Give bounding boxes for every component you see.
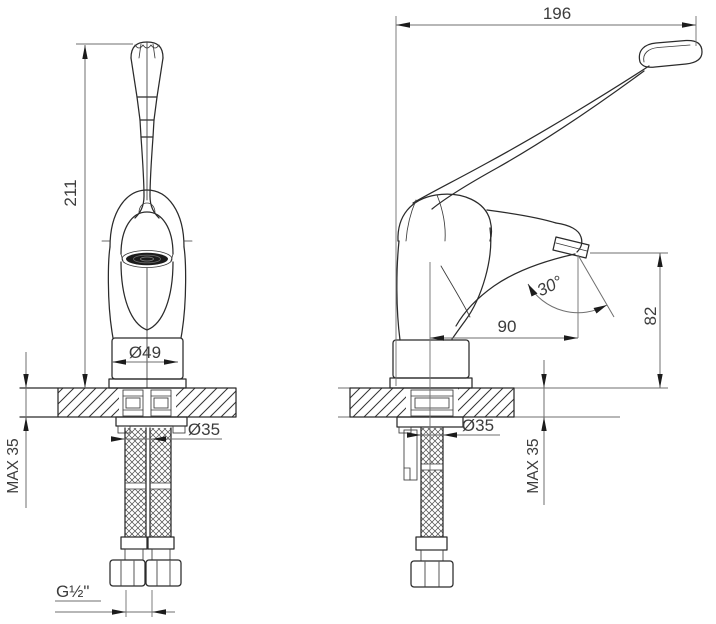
dim-label-196: 196	[543, 4, 571, 23]
aerator-outline	[121, 250, 173, 268]
front-hose-fittings	[109, 536, 182, 587]
dim-spout-reach: 90	[429, 255, 579, 497]
spout-aerator	[552, 236, 590, 259]
side-base	[389, 339, 473, 389]
dim-label-o35-front: Ø35	[188, 420, 220, 439]
dim-label-30deg: 30°	[534, 272, 566, 300]
side-lever	[412, 39, 703, 210]
dim-overall-height: 211	[61, 43, 133, 388]
dim-deck-side: MAX 35	[525, 360, 547, 505]
dim-label-thread: G½"	[56, 582, 89, 601]
dim-spout-height: 82	[590, 252, 668, 388]
dim-lever-length: 196	[395, 4, 697, 386]
dimensions: 196 211 Ø49 Ø35 MAX 3	[5, 4, 697, 617]
dim-label-90: 90	[498, 317, 517, 336]
dim-label-o49: Ø49	[129, 343, 161, 362]
front-shank	[115, 389, 188, 434]
dim-label-82: 82	[641, 307, 660, 326]
dim-label-o35-side: Ø35	[462, 416, 494, 435]
dim-label-211: 211	[61, 179, 80, 206]
dim-shank-side: Ø35	[407, 416, 500, 438]
dim-label-max35-front: MAX 35	[5, 438, 22, 493]
dim-swivel-angle: 30°	[527, 254, 615, 318]
dim-thread: G½"	[55, 582, 175, 617]
front-deck	[19, 387, 237, 418]
dim-shank-front: Ø35	[111, 420, 222, 442]
front-body	[101, 189, 193, 389]
dim-deck-front: MAX 35	[5, 352, 29, 508]
side-body	[396, 193, 590, 341]
side-hose	[410, 427, 454, 588]
front-view	[19, 41, 237, 587]
dim-base-diameter: Ø49	[112, 343, 178, 365]
front-hoses	[124, 427, 172, 538]
front-handle	[130, 41, 164, 219]
aerator-face	[126, 252, 168, 266]
side-deck	[338, 387, 668, 418]
dim-label-max35-side: MAX 35	[525, 438, 542, 493]
